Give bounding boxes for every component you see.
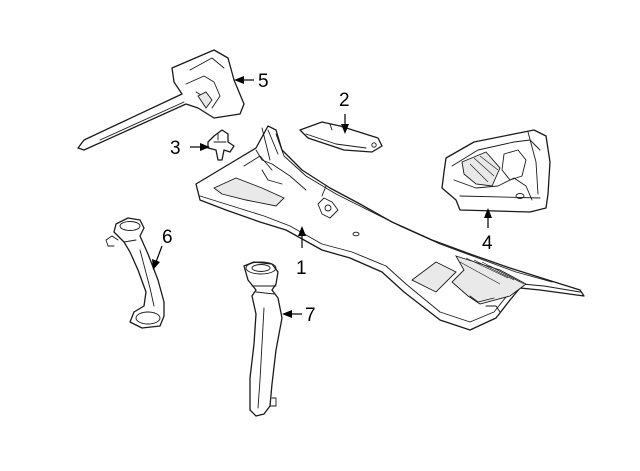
part-1-cowl-panel	[195, 125, 585, 331]
part-5-bracket	[77, 49, 245, 151]
callout-label-7: 7	[305, 305, 316, 326]
callout-label-5: 5	[258, 71, 269, 92]
part-2-cover	[299, 121, 383, 153]
callout-7: 7	[282, 305, 316, 326]
callout-3: 3	[170, 138, 210, 159]
part-7-drain-tube	[243, 261, 283, 417]
callout-label-3: 3	[170, 138, 181, 159]
callout-4: 4	[482, 208, 493, 254]
callout-label-1: 1	[296, 258, 307, 279]
callout-label-2: 2	[339, 90, 350, 111]
callout-6: 6	[152, 227, 173, 270]
callout-2: 2	[339, 90, 350, 134]
part-4-seal	[441, 129, 551, 213]
callout-label-6: 6	[162, 227, 173, 248]
part-3-clip	[207, 129, 235, 161]
callout-5: 5	[234, 71, 269, 92]
part-6-duct	[105, 217, 165, 329]
callout-label-4: 4	[482, 233, 493, 254]
callout-1: 1	[296, 226, 307, 279]
